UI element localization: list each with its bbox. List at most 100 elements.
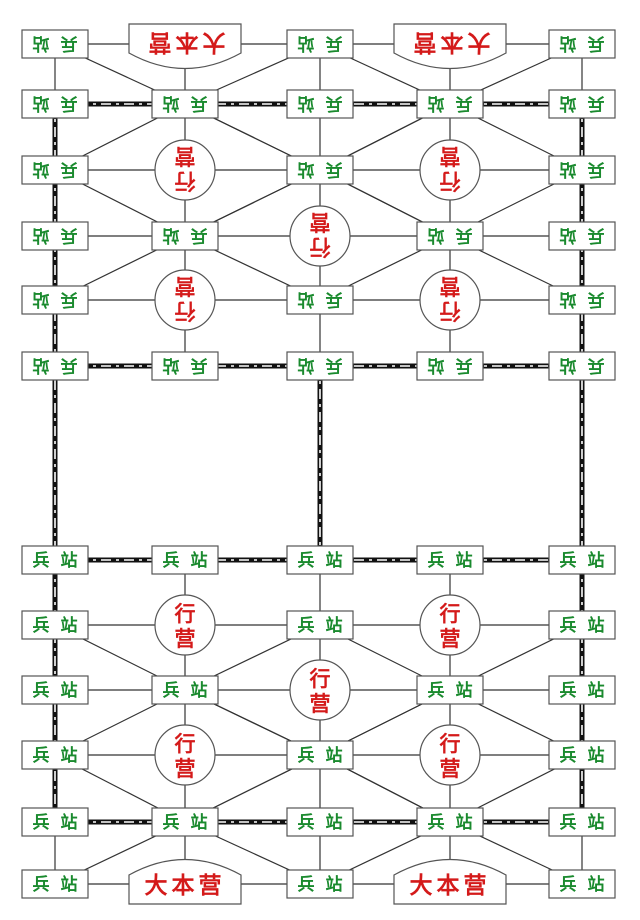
station-label-2: 站 — [588, 812, 605, 833]
station-post[interactable]: 兵站 — [151, 807, 219, 837]
station-post[interactable]: 兵站 — [416, 545, 484, 575]
station-frame — [548, 545, 616, 575]
camp-label-1: 行 — [174, 601, 196, 626]
station-post[interactable]: 兵站 — [286, 29, 354, 59]
station-post[interactable]: 兵站 — [548, 221, 616, 251]
station-post[interactable]: 兵站 — [548, 675, 616, 705]
station-post[interactable]: 兵站 — [548, 545, 616, 575]
station-post[interactable]: 兵站 — [548, 610, 616, 640]
camp-post[interactable]: 行营 — [154, 269, 216, 331]
headquarters-post[interactable]: 大本营 — [393, 858, 507, 905]
station-post[interactable]: 兵站 — [21, 610, 89, 640]
headquarters-post[interactable]: 大本营 — [393, 23, 507, 70]
station-frame — [21, 740, 89, 770]
camp-post[interactable]: 行营 — [154, 594, 216, 656]
headquarters-frame — [128, 858, 242, 905]
station-post[interactable]: 兵站 — [151, 89, 219, 119]
camp-label-2: 营 — [175, 756, 196, 781]
station-post[interactable]: 兵站 — [286, 869, 354, 899]
station-post[interactable]: 兵站 — [548, 869, 616, 899]
station-post[interactable]: 兵站 — [21, 545, 89, 575]
station-post[interactable]: 兵站 — [286, 807, 354, 837]
station-frame — [416, 675, 484, 705]
station-post[interactable]: 兵站 — [416, 807, 484, 837]
station-frame — [151, 221, 219, 251]
station-post[interactable]: 兵站 — [151, 351, 219, 381]
station-post[interactable]: 兵站 — [286, 155, 354, 185]
camp-label-2: 营 — [310, 210, 331, 235]
camp-post[interactable]: 行营 — [154, 724, 216, 786]
station-label-1: 兵 — [33, 745, 50, 766]
station-label-1: 兵 — [61, 159, 78, 180]
station-post[interactable]: 兵站 — [286, 351, 354, 381]
station-label-2: 站 — [456, 680, 473, 701]
station-post[interactable]: 兵站 — [548, 740, 616, 770]
station-post[interactable]: 兵站 — [286, 740, 354, 770]
station-post[interactable]: 兵站 — [286, 545, 354, 575]
station-post[interactable]: 兵站 — [21, 29, 89, 59]
station-post[interactable]: 兵站 — [151, 221, 219, 251]
station-label-2: 站 — [191, 680, 208, 701]
station-frame — [21, 545, 89, 575]
camp-post[interactable]: 行营 — [154, 139, 216, 201]
station-post[interactable]: 兵站 — [416, 221, 484, 251]
camp-circle — [289, 205, 351, 267]
station-post[interactable]: 兵站 — [286, 89, 354, 119]
station-post[interactable]: 兵站 — [548, 89, 616, 119]
station-post[interactable]: 兵站 — [151, 545, 219, 575]
station-post[interactable]: 兵站 — [21, 351, 89, 381]
station-frame — [548, 29, 616, 59]
station-post[interactable]: 兵站 — [548, 29, 616, 59]
station-post[interactable]: 兵站 — [151, 675, 219, 705]
station-label-1: 兵 — [298, 550, 315, 571]
station-label-1: 兵 — [163, 680, 180, 701]
station-post[interactable]: 兵站 — [548, 807, 616, 837]
station-label-1: 兵 — [560, 745, 577, 766]
headquarters-post[interactable]: 大本营 — [128, 23, 242, 70]
station-post[interactable]: 兵站 — [21, 285, 89, 315]
station-post[interactable]: 兵站 — [286, 610, 354, 640]
station-label-2: 站 — [560, 355, 577, 376]
station-frame — [416, 221, 484, 251]
station-post[interactable]: 兵站 — [21, 807, 89, 837]
camp-post[interactable]: 行营 — [419, 724, 481, 786]
station-label-2: 站 — [560, 33, 577, 54]
station-frame — [286, 545, 354, 575]
station-frame — [21, 89, 89, 119]
station-label-1: 兵 — [61, 355, 78, 376]
station-post[interactable]: 兵站 — [416, 351, 484, 381]
station-label-2: 站 — [298, 355, 315, 376]
station-post[interactable]: 兵站 — [21, 869, 89, 899]
station-label-1: 兵 — [326, 33, 343, 54]
station-label-1: 兵 — [456, 225, 473, 246]
camp-post[interactable]: 行营 — [419, 139, 481, 201]
station-frame — [21, 29, 89, 59]
station-label-1: 兵 — [191, 93, 208, 114]
station-label-2: 站 — [61, 550, 78, 571]
station-post[interactable]: 兵站 — [286, 285, 354, 315]
camp-label-2: 营 — [440, 144, 461, 169]
station-post[interactable]: 兵站 — [21, 155, 89, 185]
station-label-2: 站 — [61, 615, 78, 636]
headquarters-post[interactable]: 大本营 — [128, 858, 242, 905]
station-frame — [416, 807, 484, 837]
station-post[interactable]: 兵站 — [21, 221, 89, 251]
station-post[interactable]: 兵站 — [21, 740, 89, 770]
station-label-1: 兵 — [326, 159, 343, 180]
camp-post[interactable]: 行营 — [419, 594, 481, 656]
station-post[interactable]: 兵站 — [548, 351, 616, 381]
camp-post[interactable]: 行营 — [289, 205, 351, 267]
station-post[interactable]: 兵站 — [548, 155, 616, 185]
station-post[interactable]: 兵站 — [416, 89, 484, 119]
station-post[interactable]: 兵站 — [21, 675, 89, 705]
station-label-1: 兵 — [298, 874, 315, 895]
camp-post[interactable]: 行营 — [419, 269, 481, 331]
station-label-1: 兵 — [588, 159, 605, 180]
camp-post[interactable]: 行营 — [289, 659, 351, 721]
station-post[interactable]: 兵站 — [548, 285, 616, 315]
station-label-1: 兵 — [326, 289, 343, 310]
station-post[interactable]: 兵站 — [416, 675, 484, 705]
station-post[interactable]: 兵站 — [21, 89, 89, 119]
station-label-1: 兵 — [163, 812, 180, 833]
